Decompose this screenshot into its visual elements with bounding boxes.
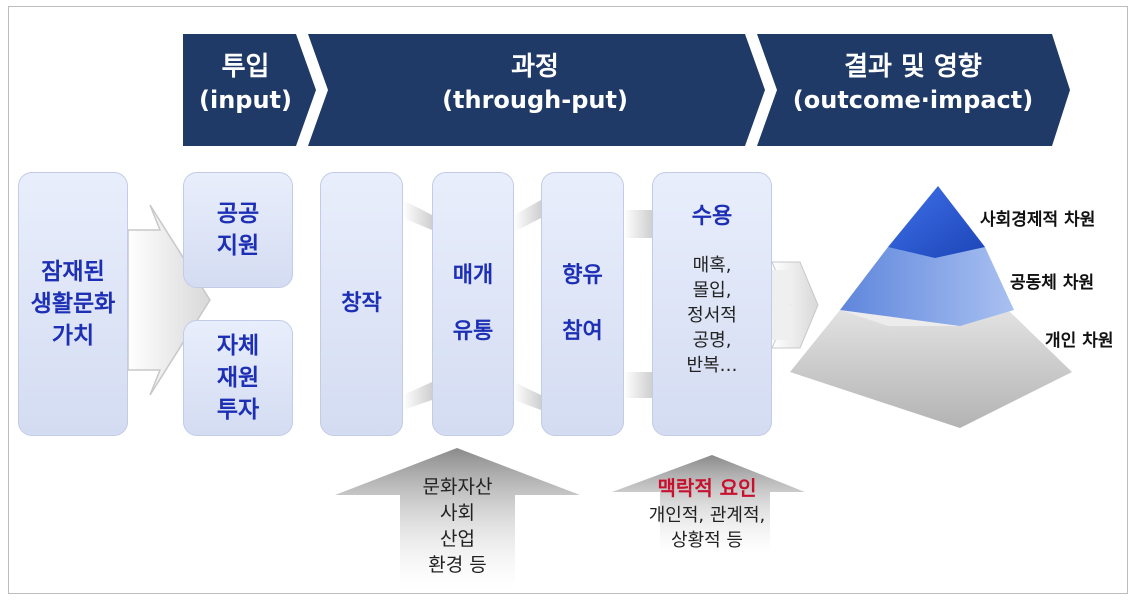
acceptance-detail: 매혹, 몰입, 정서적 공명, 반복… bbox=[686, 255, 738, 376]
connector-band-6 bbox=[624, 372, 652, 398]
flow-arrow-latent-to-inputs bbox=[127, 204, 211, 396]
pyramid-top-level bbox=[888, 186, 985, 258]
enjoyment-box: 향유 참여 bbox=[541, 172, 624, 436]
creation-label: 창작 bbox=[341, 291, 382, 316]
stage-outcome-subtitle: (outcome·impact) bbox=[792, 86, 1034, 114]
acceptance-title: 수용 bbox=[691, 204, 733, 229]
pyramid-middle-level bbox=[840, 247, 1014, 326]
mediation-label: 매개 유통 bbox=[452, 263, 494, 344]
context-factors-detail: 개인적, 관계적, 상황적 등 bbox=[648, 505, 766, 551]
environment-factors-label: 문화자산 사회 산업 환경 등 bbox=[422, 476, 493, 576]
latent-value-box: 잠재된 생활문화 가치 bbox=[18, 172, 128, 436]
stage-banner-throughput bbox=[308, 34, 765, 146]
latent-value-label: 잠재된 생활문화 가치 bbox=[30, 259, 116, 349]
pyramid-label-community: 공동체 차원 bbox=[1010, 273, 1095, 293]
flow-arrow-to-pyramid-tail bbox=[772, 270, 790, 340]
acceptance-box: 수용 매혹, 몰입, 정서적 공명, 반복… bbox=[652, 172, 772, 436]
stage-outcome-title: 결과 및 영향 bbox=[844, 52, 982, 82]
stage-throughput-title: 과정 bbox=[511, 52, 559, 82]
up-arrow-environment bbox=[335, 448, 580, 590]
stage-throughput-subtitle: (through-put) bbox=[442, 86, 628, 114]
pyramid-label-socioeconomic: 사회경제적 차원 bbox=[980, 210, 1096, 230]
stage-input-subtitle: (input) bbox=[199, 86, 292, 114]
pyramid-bottom-level bbox=[790, 310, 1072, 428]
stage-banner-input bbox=[183, 34, 316, 146]
public-support-label: 공공 지원 bbox=[216, 201, 260, 259]
stage-throughput: 과정 (through-put) bbox=[330, 50, 740, 116]
context-factors-title: 맥락적 요인 bbox=[657, 476, 757, 500]
public-support-box: 공공 지원 bbox=[183, 172, 293, 288]
up-arrow-context bbox=[612, 455, 805, 555]
connector-band-2 bbox=[403, 382, 432, 410]
self-funding-box: 자체 재원 투자 bbox=[183, 320, 293, 436]
connector-band-3 bbox=[514, 200, 541, 232]
stage-outcome: 결과 및 영향 (outcome·impact) bbox=[778, 50, 1048, 116]
connector-band-5 bbox=[624, 210, 652, 238]
mediation-box: 매개 유통 bbox=[432, 172, 514, 436]
connector-band-4 bbox=[514, 382, 541, 410]
stage-input: 투입 (input) bbox=[183, 50, 308, 116]
creation-box: 창작 bbox=[320, 172, 403, 436]
stage-input-title: 투입 bbox=[221, 52, 270, 82]
pyramid-label-individual: 개인 차원 bbox=[1045, 331, 1114, 351]
stage-banner-outcome bbox=[757, 34, 1070, 146]
connector-band-1 bbox=[403, 200, 432, 230]
enjoyment-label: 향유 참여 bbox=[562, 263, 603, 344]
self-funding-label: 자체 재원 투자 bbox=[216, 333, 260, 423]
